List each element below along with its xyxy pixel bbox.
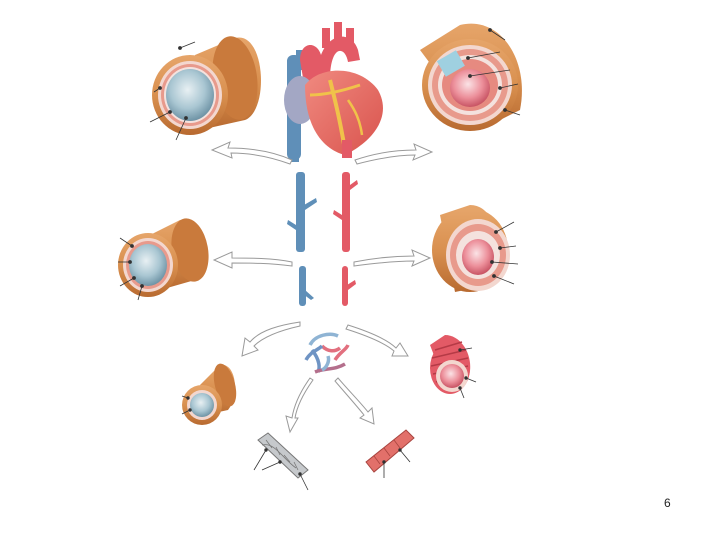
arrow-to-arteriole [345, 324, 409, 357]
arterial-capillary-segment [365, 429, 415, 478]
arrow-to-muscular-artery [353, 249, 432, 267]
vasa-vasorum [436, 50, 465, 77]
medium-vein-cross-section [118, 218, 209, 301]
arrow-to-arterial-capillary [334, 377, 375, 425]
arteriole-cross-section [430, 335, 477, 399]
capillary-bed [304, 332, 350, 374]
arrow-to-elastic-artery [354, 143, 434, 165]
muscular-artery-cross-section [432, 205, 519, 292]
lumen [166, 69, 214, 121]
heart [284, 22, 383, 162]
artery-column [333, 172, 358, 306]
arrow-to-venous-capillary [285, 377, 314, 434]
venule-cross-section [181, 363, 237, 425]
large-vein-cross-section [149, 36, 262, 141]
venous-capillary-segment [253, 432, 309, 491]
elastic-artery-cross-section [420, 23, 522, 131]
arrow-to-medium-vein [212, 251, 293, 269]
arrow-to-large-vein [210, 141, 293, 165]
flow-arrows [210, 141, 434, 434]
page-number: 6 [664, 496, 671, 510]
vein-column [287, 172, 317, 306]
arrow-to-venule [241, 321, 301, 357]
ventricles [305, 70, 383, 155]
